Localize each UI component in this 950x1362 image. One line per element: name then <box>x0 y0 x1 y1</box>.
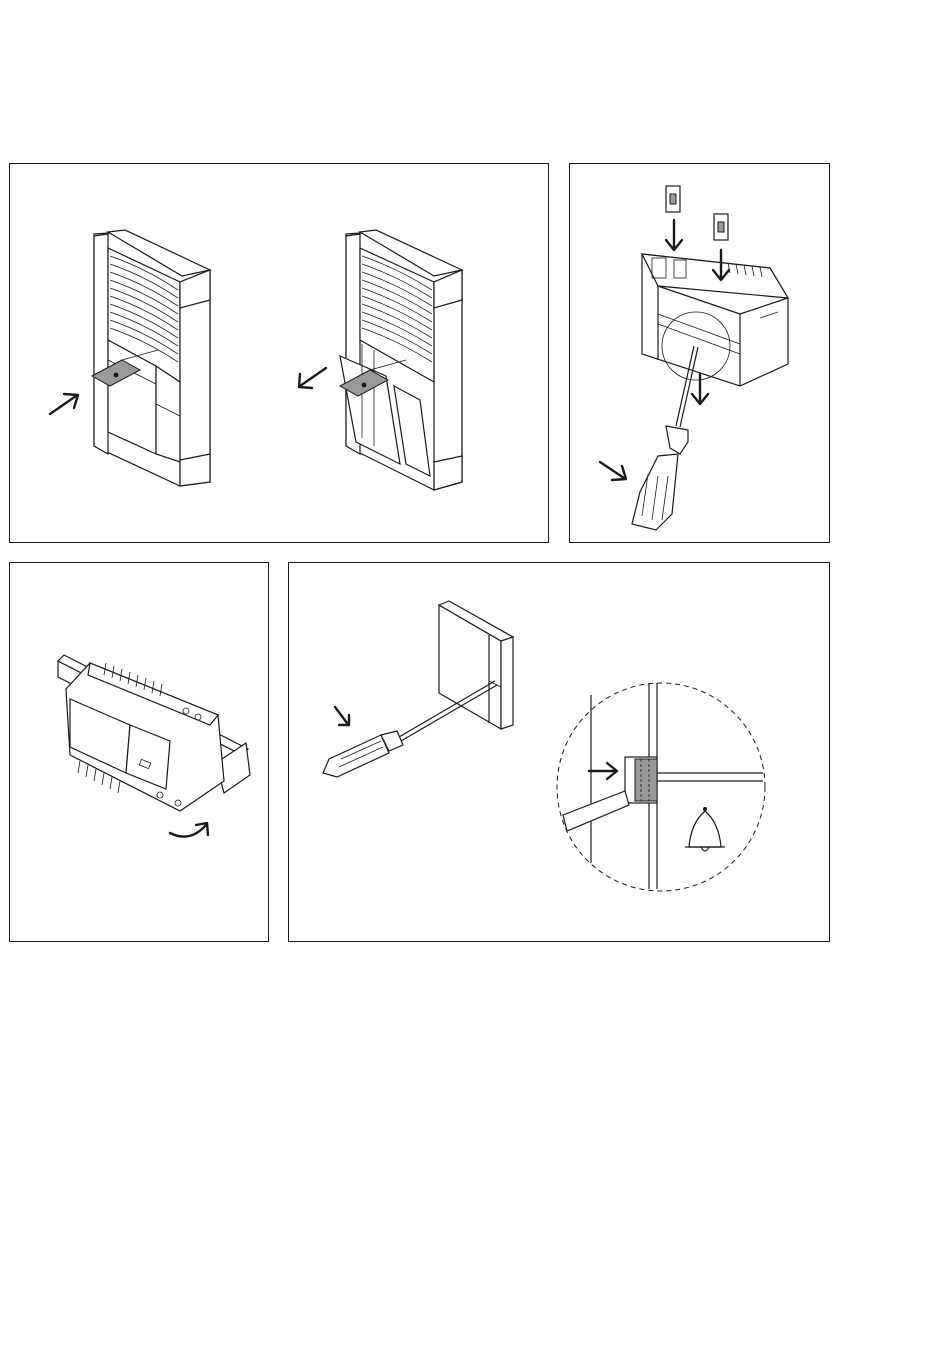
door-station-right <box>340 230 462 490</box>
push-arrow <box>600 462 626 480</box>
button-detail-illustration <box>289 563 831 943</box>
down-arrow-1 <box>666 220 682 250</box>
module-on-rail <box>66 663 224 811</box>
insert-arrow <box>335 707 349 725</box>
door-station-left <box>92 230 210 486</box>
detail-circle <box>557 683 765 891</box>
bell-icon <box>685 807 725 851</box>
module-release-illustration <box>570 164 831 544</box>
panel-button-detail <box>288 562 830 942</box>
door-station-illustration <box>10 164 550 544</box>
button-plate <box>439 601 513 729</box>
clip-pieces <box>666 186 728 240</box>
din-rail-illustration <box>10 563 270 943</box>
pull-out-arrow <box>299 368 326 388</box>
rotate-arrow <box>170 823 208 837</box>
panel-module-release <box>569 163 830 543</box>
screwdriver <box>632 346 698 530</box>
insert-arrow <box>50 394 78 414</box>
panel-din-rail <box>9 562 269 942</box>
panel-door-station <box>9 163 549 543</box>
screwdriver <box>323 681 497 777</box>
push-arrow <box>589 763 617 779</box>
